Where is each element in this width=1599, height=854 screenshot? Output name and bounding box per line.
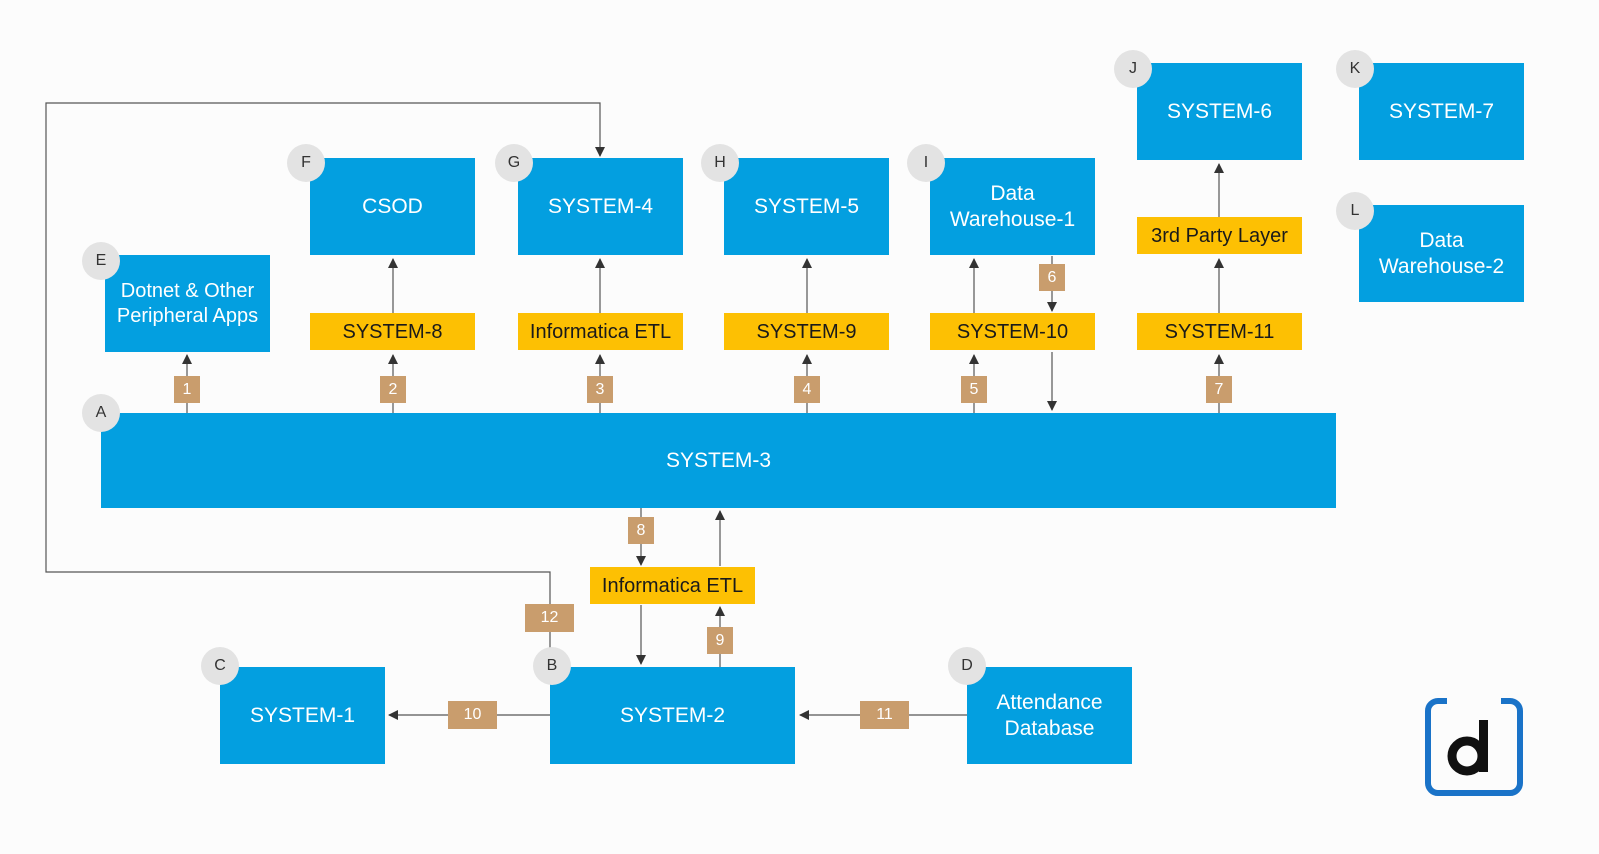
system-1-box[interactable]: SYSTEM-1: [220, 667, 385, 764]
flow-tag-1: 1: [174, 376, 200, 403]
system-3-label: SYSTEM-3: [665, 448, 772, 472]
informatica-etl-top-box[interactable]: Informatica ETL: [518, 313, 683, 350]
flow-tag-12: 12: [525, 604, 574, 632]
system-10-box[interactable]: SYSTEM-10: [930, 313, 1095, 350]
marker-b: B: [533, 647, 571, 685]
system-4-box[interactable]: SYSTEM-4: [518, 158, 683, 255]
system-11-box[interactable]: SYSTEM-11: [1137, 313, 1302, 350]
flow-tag-4: 4: [794, 376, 820, 403]
informatica-etl-top-label: Informatica ETL: [529, 320, 672, 343]
flow-tag-10: 10: [448, 701, 497, 729]
flow-tag-2: 2: [380, 376, 406, 403]
marker-a: A: [82, 394, 120, 432]
system-6-label: SYSTEM-6: [1166, 99, 1273, 123]
flow-tag-7: 7: [1206, 376, 1232, 403]
flow-tag-5: 5: [961, 376, 987, 403]
system-1-label: SYSTEM-1: [249, 703, 356, 727]
d-logo-icon: [1425, 698, 1523, 796]
data-warehouse-2-box[interactable]: Data Warehouse-2: [1359, 205, 1524, 302]
arrow-12: [45, 102, 605, 667]
csod-label: CSOD: [362, 194, 423, 218]
marker-d: D: [948, 647, 986, 685]
marker-c: C: [201, 647, 239, 685]
flow-tag-9: 9: [707, 627, 733, 654]
flow-tag-6: 6: [1039, 264, 1065, 291]
system-2-box[interactable]: SYSTEM-2: [550, 667, 795, 764]
system-7-box[interactable]: SYSTEM-7: [1359, 63, 1524, 160]
system-7-label: SYSTEM-7: [1388, 99, 1495, 123]
marker-e: E: [82, 242, 120, 280]
attendance-database-label: Attendance Database: [996, 690, 1103, 740]
system-8-box[interactable]: SYSTEM-8: [310, 313, 475, 350]
flow-tag-8: 8: [628, 517, 654, 544]
flow-tag-11: 11: [860, 701, 909, 729]
marker-l: L: [1336, 192, 1374, 230]
system-2-label: SYSTEM-2: [619, 703, 726, 727]
system-10-label: SYSTEM-10: [956, 320, 1069, 343]
data-warehouse-1-label: Data Warehouse-1: [949, 181, 1076, 231]
system-4-label: SYSTEM-4: [547, 194, 654, 218]
data-warehouse-1-box[interactable]: Data Warehouse-1: [930, 158, 1095, 255]
system-9-box[interactable]: SYSTEM-9: [724, 313, 889, 350]
system-9-label: SYSTEM-9: [756, 320, 857, 343]
informatica-etl-bottom-label: Informatica ETL: [601, 574, 744, 597]
data-warehouse-2-label: Data Warehouse-2: [1378, 228, 1505, 278]
marker-h: H: [701, 144, 739, 182]
informatica-etl-bottom-box[interactable]: Informatica ETL: [590, 567, 755, 604]
csod-box[interactable]: CSOD: [310, 158, 475, 255]
marker-j: J: [1114, 50, 1152, 88]
flow-tag-3: 3: [587, 376, 613, 403]
system-8-label: SYSTEM-8: [342, 320, 443, 343]
third-party-layer-box[interactable]: 3rd Party Layer: [1137, 217, 1302, 254]
dotnet-apps-label: Dotnet & Other Peripheral Apps: [116, 279, 259, 327]
system-11-label: SYSTEM-11: [1164, 320, 1275, 343]
marker-f: F: [287, 144, 325, 182]
system-6-box[interactable]: SYSTEM-6: [1137, 63, 1302, 160]
system-5-label: SYSTEM-5: [753, 194, 860, 218]
attendance-database-box[interactable]: Attendance Database: [967, 667, 1132, 764]
system-3-box[interactable]: SYSTEM-3: [101, 413, 1336, 508]
marker-k: K: [1336, 50, 1374, 88]
dotnet-apps-box[interactable]: Dotnet & Other Peripheral Apps: [105, 255, 270, 352]
marker-i: I: [907, 144, 945, 182]
system-5-box[interactable]: SYSTEM-5: [724, 158, 889, 255]
marker-g: G: [495, 144, 533, 182]
third-party-layer-label: 3rd Party Layer: [1151, 224, 1288, 247]
